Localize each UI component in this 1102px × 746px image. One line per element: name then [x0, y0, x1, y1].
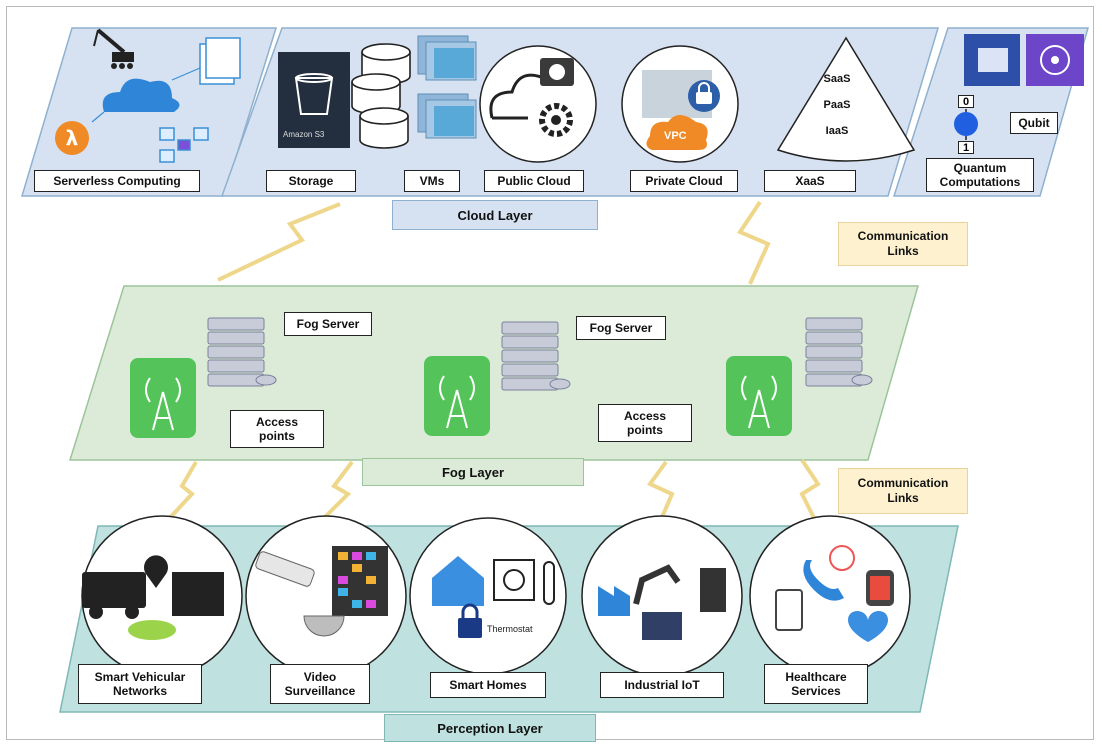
link-fog-healthcare [799, 458, 821, 523]
app-label-surveillance: Video Surveillance [270, 664, 370, 704]
vpc-cloud-icon [646, 115, 708, 150]
service-models: SaaS PaaS IaaS [810, 66, 864, 144]
xaas-cone [776, 36, 916, 162]
workflow-icon [159, 127, 209, 163]
link-cloud-fog-right [737, 200, 771, 285]
public-cloud-label: Public Cloud [484, 170, 584, 192]
processor-icon [642, 612, 682, 640]
access-points-label-2: Access points [598, 404, 692, 442]
qubit-state-one: 1 [958, 141, 974, 154]
factory-icon [598, 586, 630, 616]
dome-camera-icon [303, 615, 345, 637]
access-point-tower-icon [726, 356, 792, 436]
qubit-circle [954, 112, 978, 136]
map-pin-icon [144, 555, 168, 588]
access-points-label-1: Access points [230, 410, 324, 448]
phone-icon [803, 560, 844, 601]
fog-server-icon [207, 317, 277, 387]
qubit-state-zero: 0 [958, 95, 974, 108]
documents-icon [199, 37, 241, 85]
perception-layer-label: Perception Layer [384, 714, 596, 742]
fog-layer-label: Fog Layer [362, 458, 584, 486]
private-cloud-label: Private Cloud [630, 170, 738, 192]
app-label-vehicular: Smart Vehicular Networks [78, 664, 202, 704]
fog-server-icon [501, 321, 571, 391]
service-model-saas: SaaS [823, 73, 851, 85]
lambda-icon [55, 121, 89, 155]
link-cloud-fog-left [217, 202, 341, 282]
svg-text:λ: λ [66, 126, 79, 150]
public-cloud-icon [489, 73, 549, 119]
car-icon [128, 620, 176, 640]
cloud-icon [102, 78, 180, 112]
crane-icon [93, 28, 134, 69]
cctv-camera-icon [255, 551, 315, 587]
robot-arm-icon [633, 564, 681, 605]
quantum-label: Quantum Computations [926, 158, 1034, 192]
database-icon [351, 43, 411, 149]
medical-plus-icon [829, 545, 855, 571]
chip-icon [493, 559, 535, 601]
xaas-label: XaaS [764, 170, 856, 192]
vm-icon [417, 35, 477, 139]
thermometer-icon [543, 561, 555, 605]
access-point-tower-icon [130, 358, 196, 438]
fog-server-label-2: Fog Server [576, 316, 666, 340]
app-label-healthcare: Healthcare Services [764, 664, 868, 704]
camper-van-icon [82, 572, 146, 608]
access-point-tower-icon [424, 356, 490, 436]
vpc-caption: VPC [664, 130, 687, 142]
vms-label: VMs [404, 170, 460, 192]
serverless-label: Serverless Computing [34, 170, 200, 192]
link-fog-industrial [646, 460, 675, 523]
service-model-paas: PaaS [823, 99, 851, 111]
tablet-doctor-icon [775, 589, 803, 631]
link-fog-vehicular [164, 460, 198, 524]
fog-server-icon [805, 317, 873, 387]
communication-links-label-top: Communication Links [838, 222, 968, 266]
padlock-icon [458, 618, 482, 638]
house-icon [432, 556, 484, 606]
communication-links-label-bottom: Communication Links [838, 468, 968, 514]
thermostat-caption: Thermostat [487, 624, 533, 634]
heart-icon [848, 611, 888, 642]
map-icon [172, 572, 224, 616]
amazon-s3-icon [278, 52, 350, 148]
cloud-layer-label: Cloud Layer [392, 200, 598, 230]
service-model-iaas: IaaS [825, 125, 849, 137]
amazon-s3-caption: Amazon S3 [283, 130, 325, 139]
app-label-smart-homes: Smart Homes [430, 672, 546, 698]
link-fog-surveillance [318, 460, 354, 524]
robot-icon [700, 568, 726, 612]
qubit-label: Qubit [1010, 112, 1058, 134]
fog-server-label-1: Fog Server [284, 312, 372, 336]
storage-label: Storage [266, 170, 356, 192]
app-label-industrial-iot: Industrial IoT [600, 672, 724, 698]
